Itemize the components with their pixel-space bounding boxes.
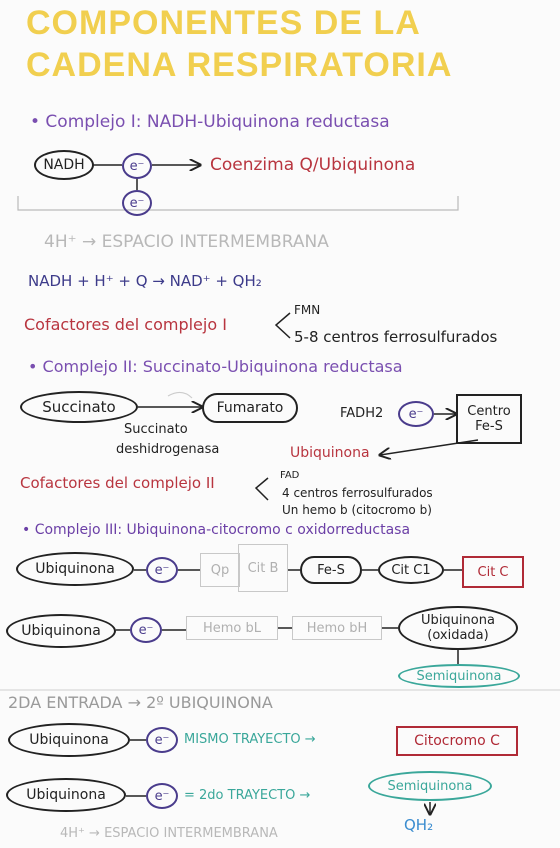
ubiquinona-oxidized-node: Ubiquinona (oxidada) — [398, 606, 518, 650]
electron-node-s2: e⁻ — [146, 783, 178, 809]
centro-fes-box: Centro Fe-S — [456, 394, 522, 444]
electron-node-2: e⁻ — [122, 190, 152, 216]
citocromo-c-label: Citocromo C — [414, 733, 500, 749]
enzyme-label-line2: deshidrogenasa — [116, 442, 220, 457]
oxidized-label-line2: (oxidada) — [427, 628, 489, 643]
nadh-label: NADH — [43, 157, 85, 173]
complex2-cofactor-fad: FAD — [280, 470, 300, 481]
electron-node-c2: e⁻ — [398, 401, 434, 427]
cytb-box: Cit B — [238, 544, 288, 592]
complex1-cofactors-label: Cofactores del complejo I — [24, 315, 227, 334]
qp-box: Qp — [200, 553, 240, 587]
complex3-heading: • Complejo III: Ubiquinona-citocromo c o… — [22, 522, 411, 538]
enzyme-label-line1: Succinato — [124, 422, 188, 437]
electron-label-s1: e⁻ — [154, 732, 170, 748]
semiquinona-node-r2: Semiquinona — [398, 664, 520, 688]
fes-label: Fe-S — [475, 419, 503, 434]
ubiquinona-node-r1: Ubiquinona — [16, 552, 134, 586]
semiquinona-node-s2: Semiquinona — [368, 771, 492, 801]
cytc-label: Cit C — [477, 564, 509, 580]
hemobh-box: Hemo bH — [292, 616, 382, 640]
coenzyme-q-label: Coenzima Q/Ubiquinona — [210, 155, 416, 175]
semiquinona-label-r2: Semiquinona — [416, 668, 502, 684]
fumarato-label: Fumarato — [216, 400, 284, 416]
complex2-cofactor-fes: 4 centros ferrosulfurados — [282, 486, 433, 500]
ubiquinona-node-r2: Ubiquinona — [6, 614, 116, 648]
second-entry-heading: 2DA ENTRADA → 2º UBIQUINONA — [8, 693, 273, 712]
ubiquinona-node-s1: Ubiquinona — [8, 723, 130, 757]
complex2-cofactor-heme: Un hemo b (citocromo b) — [282, 503, 432, 517]
ubiquinona-node-s2: Ubiquinona — [6, 778, 126, 812]
complex1-protons: 4H⁺ → ESPACIO INTERMEMBRANA — [44, 232, 329, 252]
cytc1-label: Cit C1 — [391, 562, 431, 578]
ubiquinona-label-r1: Ubiquinona — [35, 561, 115, 577]
centro-label: Centro — [467, 404, 511, 419]
succinato-label: Succinato — [42, 398, 116, 416]
hemobl-box: Hemo bL — [186, 616, 278, 640]
second-path-label: = 2do TRAYECTO → — [184, 788, 311, 803]
qh2-product-label: QH₂ — [404, 816, 434, 834]
cytb-label: Cit B — [247, 560, 279, 576]
electron-node: e⁻ — [122, 153, 152, 179]
complex2-cofactors-label: Cofactores del complejo II — [20, 474, 215, 492]
citocromo-c-box: Citocromo C — [396, 726, 518, 756]
complex1-cofactor-fmn: FMN — [294, 303, 321, 317]
same-path-label: MISMO TRAYECTO → — [184, 732, 316, 747]
complex2-heading: • Complejo II: Succinato-Ubiquinona redu… — [28, 357, 403, 376]
electron-node-r1: e⁻ — [146, 557, 178, 583]
electron-label-c2: e⁻ — [408, 406, 424, 422]
complex1-equation: NADH + H⁺ + Q → NAD⁺ + QH₂ — [28, 272, 262, 290]
complex1-heading: • Complejo I: NADH-Ubiquinona reductasa — [30, 112, 390, 132]
ubiquinona-label-s2: Ubiquinona — [26, 787, 106, 803]
oxidized-label-line1: Ubiquinona — [421, 613, 495, 628]
qp-label: Qp — [210, 562, 230, 578]
electron-node-r2: e⁻ — [130, 617, 162, 643]
hemobh-label: Hemo bH — [306, 620, 368, 636]
electron-label-s2: e⁻ — [154, 788, 170, 804]
fadh2-label: FADH2 — [340, 406, 384, 421]
ubiquinona-label-r2: Ubiquinona — [21, 623, 101, 639]
hemobl-label: Hemo bL — [202, 620, 262, 636]
semiquinona-label-s2: Semiquinona — [387, 778, 473, 794]
electron-label-2: e⁻ — [129, 195, 145, 211]
second-entry-protons: 4H⁺ → ESPACIO INTERMEMBRANA — [60, 826, 278, 841]
cytc-box: Cit C — [462, 556, 524, 588]
ubiquinona-target-c2: Ubiquinona — [290, 445, 370, 461]
page-title-line2: CADENA RESPIRATORIA — [26, 46, 453, 84]
electron-label: e⁻ — [129, 158, 145, 174]
fes-node-label: Fe-S — [317, 562, 345, 578]
cytc1-node: Cit C1 — [378, 556, 444, 584]
fes-node: Fe-S — [300, 556, 362, 584]
electron-label-r1: e⁻ — [154, 562, 170, 578]
page-title-line1: COMPONENTES DE LA — [26, 4, 421, 42]
complex1-cofactor-fes: 5-8 centros ferrosulfurados — [294, 328, 498, 346]
fumarato-node: Fumarato — [202, 393, 298, 423]
nadh-node: NADH — [34, 150, 94, 180]
electron-node-s1: e⁻ — [146, 727, 178, 753]
ubiquinona-label-s1: Ubiquinona — [29, 732, 109, 748]
succinato-node: Succinato — [20, 391, 138, 423]
electron-label-r2: e⁻ — [138, 622, 154, 638]
